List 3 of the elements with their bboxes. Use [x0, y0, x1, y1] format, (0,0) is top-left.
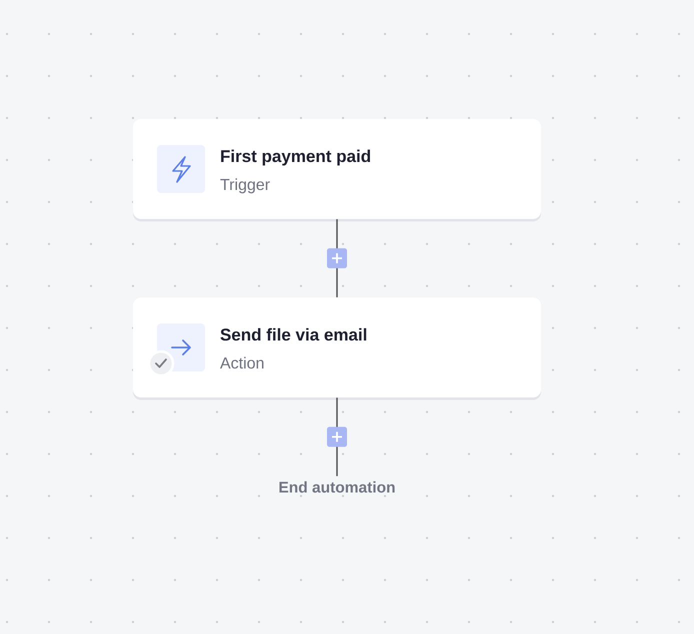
- end-label: End automation: [279, 481, 395, 493]
- workflow-card: First payment paid Trigger: [133, 119, 541, 222]
- workflow-card: Send file via email Action: [133, 298, 541, 400]
